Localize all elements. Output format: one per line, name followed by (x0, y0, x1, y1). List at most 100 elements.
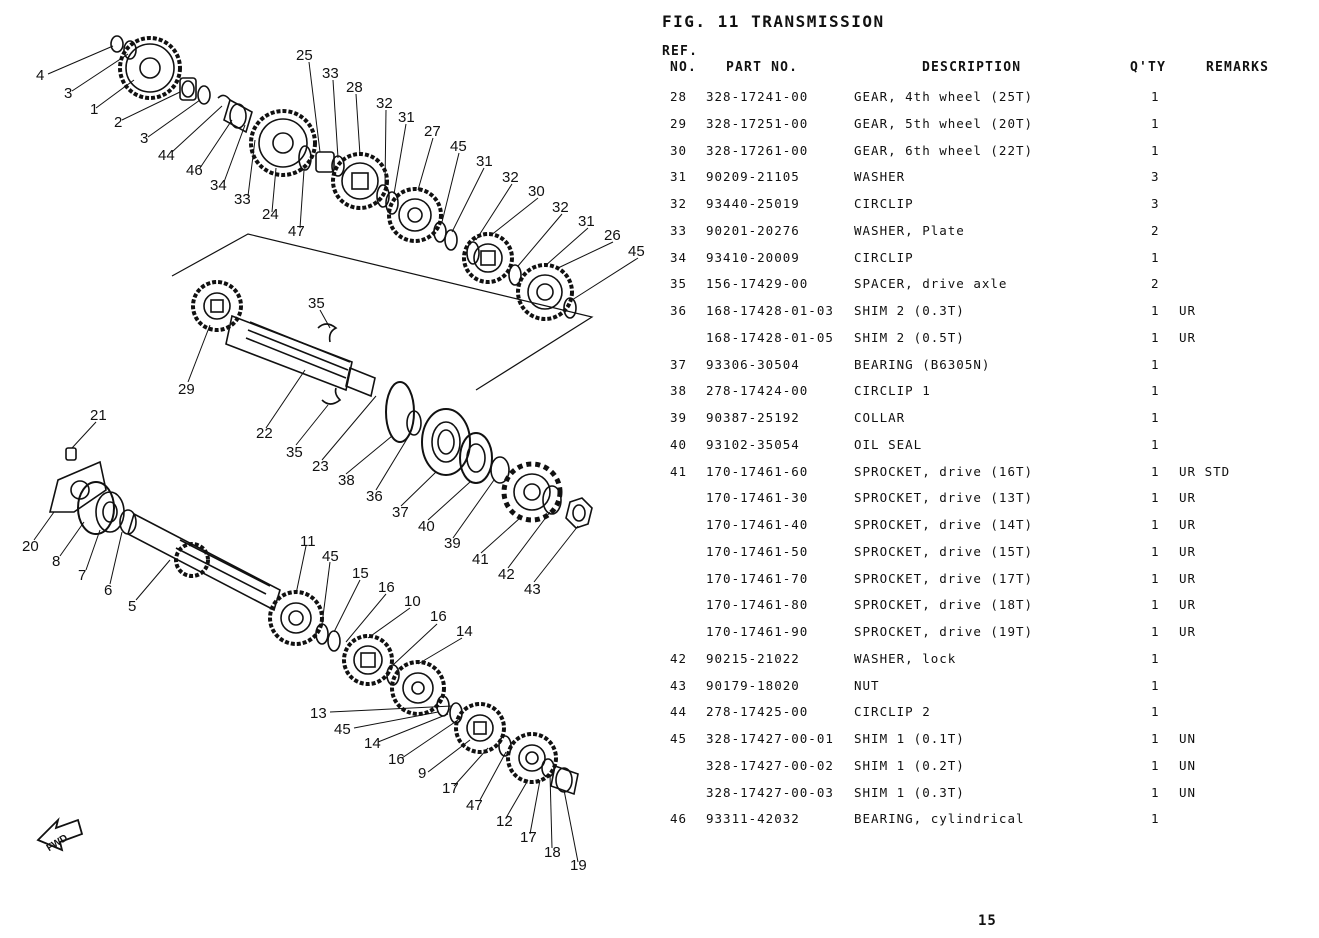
ref-cell: 44 (670, 704, 688, 720)
part-number-cell: 168-17428-01-05 (706, 329, 834, 345)
transmission-exploded-diagram: 4 3 1 2 3 44 46 34 33 24 47 25 33 28 32 … (22, 35, 645, 874)
collar-39 (490, 456, 510, 484)
ref-cell: 45 (670, 731, 688, 746)
callout: 4 (36, 67, 44, 84)
callout: 45 (334, 721, 351, 738)
remarks-cell: UN (1179, 731, 1197, 746)
fwd-arrow-icon (36, 817, 84, 852)
quantity-cell: 1 (1151, 89, 1160, 104)
ref-cell: 36 (670, 303, 688, 318)
quantity-cell: 3 (1151, 169, 1160, 185)
callout: 32 (502, 169, 519, 186)
remarks-cell: UR (1179, 303, 1197, 318)
callout: 17 (520, 829, 537, 846)
quantity-cell: 1 (1151, 650, 1160, 666)
part-number-cell: 328-17241-00 (706, 89, 809, 104)
callout: 33 (322, 65, 339, 82)
callout: 47 (288, 223, 305, 240)
quantity-cell: 2 (1151, 222, 1160, 238)
drive-axle-22 (225, 314, 376, 398)
ref-cell: 39 (670, 410, 688, 425)
description-cell: CIRCLIP 1 (854, 383, 931, 399)
callout: 37 (392, 504, 409, 521)
description-cell: GEAR, 4th wheel (25T) (854, 89, 1034, 104)
description-cell: WASHER, lock (854, 650, 957, 666)
description-cell: CIRCLIP (854, 196, 914, 211)
bearing-46 (217, 94, 253, 134)
gear-29 (191, 280, 243, 332)
callout: 14 (456, 623, 473, 640)
part-number-cell: 328-17261-00 (706, 142, 809, 158)
callout: 42 (498, 566, 515, 583)
gear-30 (462, 232, 514, 284)
bearing-2 (179, 77, 197, 101)
callout: 20 (22, 538, 39, 555)
callout: 35 (308, 295, 325, 312)
part-number-cell: 170-17461-70 (706, 570, 809, 586)
callout: 16 (430, 608, 447, 625)
callout: 30 (528, 183, 545, 200)
nut-43 (565, 497, 593, 529)
gear-9 (454, 702, 506, 754)
callout: 9 (418, 765, 426, 782)
washer-31 (385, 191, 399, 215)
callout: 6 (104, 582, 112, 599)
description-cell: NUT (854, 677, 880, 693)
description-cell: COLLAR (854, 410, 906, 425)
part-number-cell: 156-17429-00 (706, 276, 809, 292)
callout: 5 (128, 598, 136, 615)
callout: 25 (296, 47, 313, 64)
callout: 18 (544, 844, 561, 861)
callout: 10 (404, 593, 421, 610)
description-cell: SHIM 1 (0.3T) (854, 784, 965, 800)
callout: 45 (450, 138, 467, 155)
spacer-35 (317, 323, 342, 405)
callout: 24 (262, 206, 279, 223)
header-qty: Q'TY (1130, 60, 1167, 75)
callout: 8 (52, 553, 60, 570)
shim-45-end (563, 297, 577, 319)
washer-31c (508, 264, 522, 286)
remarks-cell: UR (1179, 490, 1197, 506)
callout: 13 (310, 705, 327, 722)
part-number-cell: 278-17424-00 (706, 383, 809, 399)
callout: 29 (178, 381, 195, 398)
lock-washer-42 (542, 485, 562, 515)
part-number-cell: 93410-20009 (706, 249, 800, 265)
description-cell: SPROCKET, drive (18T) (854, 597, 1034, 613)
part-number-cell: 170-17461-60 (706, 463, 809, 479)
part-number-cell: 328-17427-00-03 (706, 784, 834, 800)
circlip-38 (385, 381, 415, 443)
remarks-cell: UR STD (1179, 463, 1231, 479)
callout: 34 (210, 177, 227, 194)
callout: 41 (472, 551, 489, 568)
ref-cell: 43 (670, 677, 688, 693)
description-cell: SPROCKET, drive (13T) (854, 490, 1034, 506)
description-cell: CIRCLIP 2 (854, 704, 931, 720)
callout: 26 (604, 227, 621, 244)
callout: 7 (78, 567, 86, 584)
callout: 2 (114, 114, 122, 131)
washer-47 (298, 145, 312, 171)
quantity-cell: 1 (1151, 543, 1160, 559)
remarks-cell: UN (1179, 757, 1197, 773)
callout: 15 (352, 565, 369, 582)
fwd-label: FWD (45, 833, 70, 854)
part-number-cell: 93102-35054 (706, 436, 800, 452)
callout: 19 (570, 857, 587, 874)
washer-31b (444, 229, 458, 251)
part-number-cell: 93306-30504 (706, 356, 800, 372)
callout: 36 (366, 488, 383, 505)
circlip-3 (123, 40, 211, 105)
callout: 38 (338, 472, 355, 489)
callout: 32 (552, 199, 569, 216)
quantity-cell: 1 (1151, 356, 1160, 372)
part-number-cell: 170-17461-30 (706, 490, 809, 506)
part-number-cell: 90387-25192 (706, 410, 800, 425)
